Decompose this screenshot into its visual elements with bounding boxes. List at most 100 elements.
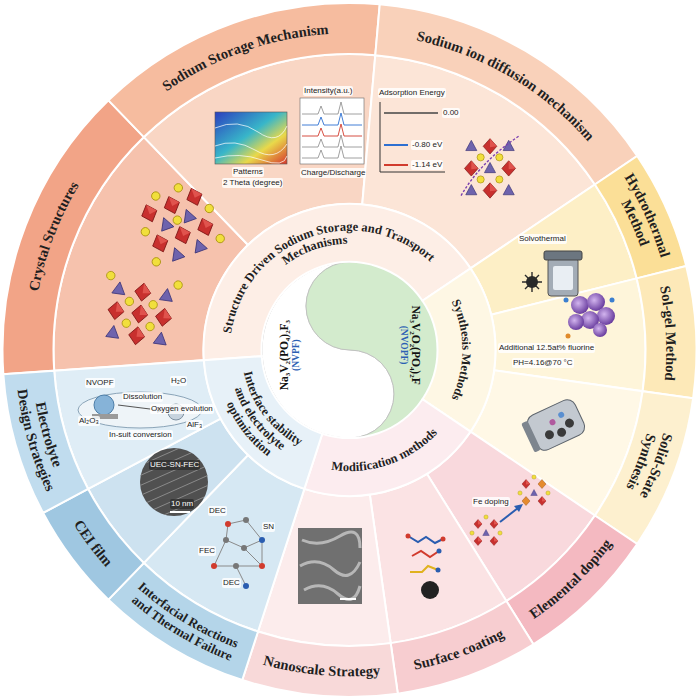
illustration-use [474, 520, 482, 529]
figure-label: -0.80 eV [411, 140, 443, 150]
segment-label: Surface coating [412, 625, 507, 673]
segment-label-line: Synthesis Methods [449, 297, 474, 403]
illustration-polyline [302, 124, 362, 136]
illustration-circle [568, 314, 584, 330]
segment-shape [204, 204, 471, 360]
segment-label: Crystal Structures [25, 178, 81, 292]
illustration-use [484, 515, 488, 519]
illustration-use [122, 318, 131, 327]
illustration-use [466, 140, 477, 150]
topic-segment: Crystal Structures [0, 97, 147, 378]
illustration-use [483, 183, 497, 198]
illustration-circle [94, 395, 114, 415]
illustration-circle [406, 534, 411, 539]
illustration-circle [223, 537, 229, 543]
illustration-circle [436, 568, 441, 573]
illustration-use [106, 271, 115, 280]
segment-label: Electrolyte Design Strategies [15, 388, 68, 494]
figure-label: Patterns [232, 167, 264, 177]
figure-label: Oxygen evolution [150, 404, 214, 414]
illustration-use [153, 331, 168, 345]
illustration-line [384, 112, 438, 114]
illustration-use [125, 297, 134, 306]
illustration-use [477, 154, 484, 161]
segment-shape [3, 100, 144, 374]
illustration-g [520, 397, 588, 456]
category-segment: Interface stability and electrolyte opti… [200, 353, 326, 492]
figure-label: Al₂O₃ [78, 416, 100, 426]
segment-outline: Surface coating [387, 598, 537, 697]
illustration-rect [544, 251, 582, 260]
illustration-g [461, 136, 519, 198]
illustration-rect [553, 266, 573, 290]
illustration-use [191, 237, 207, 253]
figure-label: Additional 12.5at% fluorine [498, 343, 595, 353]
illustration-use [490, 520, 498, 529]
illustration-circle [243, 583, 249, 589]
segment-label-line: Design Strategies [15, 388, 59, 494]
illustration-use [522, 497, 530, 506]
illustration-use [483, 139, 497, 154]
illustration-use [503, 185, 514, 195]
segment-label-line: Mechanisms [279, 233, 347, 268]
illustration-circle [441, 537, 446, 542]
illustration-use [466, 185, 477, 195]
illustration-polygon [514, 504, 523, 512]
figure-label: DEC [222, 578, 241, 588]
illustration-use [195, 216, 216, 238]
illustration-circle [571, 296, 589, 314]
formula-group: Na₃V₂O₂(PO₄)₂F(NVOPF) [398, 305, 422, 384]
illustration-use [106, 325, 121, 339]
illustration-rect [548, 258, 578, 296]
illustration-circle [259, 563, 265, 569]
segment-label: Interface stability and electrolyte opti… [224, 370, 307, 459]
segment-label-line: Sodium Storage Mechanism [159, 21, 329, 94]
topic-segment: Sol-gel Method [633, 263, 699, 402]
category-segment: Structure Driven Sodium Storage and Tran… [200, 201, 474, 364]
illustration-use [127, 326, 145, 346]
illustration-use [139, 202, 160, 224]
illustration-g [518, 475, 550, 506]
segment-label: Interfacial Reactions and Thermal Failur… [129, 579, 243, 664]
illustration-rect [298, 528, 362, 604]
illustration-circle [597, 307, 615, 325]
illustration-circle [563, 417, 575, 429]
segment-outline: Structure Driven Sodium Storage and Tran… [200, 201, 474, 364]
illustration-circle [437, 549, 442, 554]
illustration-circle [140, 448, 208, 516]
illustration-circle [593, 323, 607, 337]
illustration-circle [549, 418, 557, 426]
illustration-use [502, 161, 516, 176]
segment-outline: Sodium Storage Mechanism [105, 0, 383, 141]
segment-outline: Nanoscale Strategy [239, 628, 401, 700]
topic-segment: Hydrothermal Method [591, 152, 690, 282]
illustration-path [214, 520, 262, 586]
figure-label: Charge/Discharge [300, 168, 366, 178]
figure-label: 10 nm [170, 499, 194, 509]
illustration-circle [557, 411, 565, 419]
topic-segment: Sodium Storage Mechanism [105, 0, 383, 141]
illustration-use [204, 203, 215, 214]
segment-shape [3, 371, 88, 513]
topic-segment: Nanoscale Strategy [239, 628, 401, 700]
illustration-line [384, 144, 408, 146]
illustration-use [151, 256, 162, 267]
segment-shape [506, 516, 637, 645]
segment-shape [595, 391, 693, 544]
segment-label: CEI film [71, 517, 116, 570]
figure-label: AlF₃ [186, 420, 203, 430]
illustration-circle [241, 545, 247, 551]
segment-shape [204, 356, 322, 489]
illustration-circle [225, 521, 231, 527]
illustration-use [134, 282, 152, 302]
illustration-g [53, 54, 645, 646]
topic-segment: Electrolyte Design Strategies [0, 367, 92, 516]
figure-label: H₂O [170, 376, 187, 386]
illustration-circle [543, 429, 555, 441]
illustration-circle [259, 537, 265, 543]
segment-outline: Crystal Structures [0, 97, 147, 378]
segment-label: Sodium ion diffusion mechanism [415, 28, 597, 144]
illustration-use [154, 307, 172, 327]
illustration-rect [215, 112, 287, 164]
